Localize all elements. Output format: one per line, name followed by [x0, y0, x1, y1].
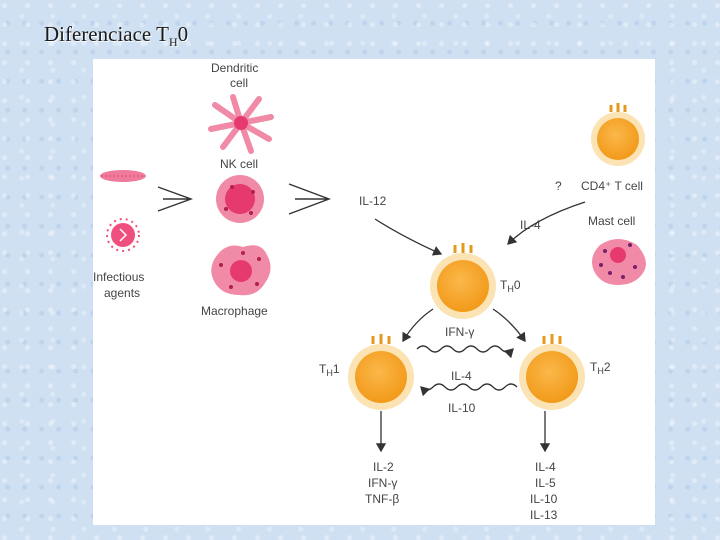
th0-to-th2-arrow [492, 308, 526, 343]
dendritic-cell-label-line2: cell [230, 76, 248, 90]
question-mark-label: ? [555, 179, 562, 193]
bacterium-icon [100, 170, 146, 182]
th1-output-list: IL-2 IFN-γ TNF-β [365, 460, 399, 506]
chevron-arrow-right [288, 183, 331, 215]
ifn-gamma-wavy-arrow [416, 345, 514, 359]
macrophage-icon [211, 245, 271, 296]
il-10-mid-label: IL-10 [448, 401, 476, 415]
infectious-agents-label-line2: agents [104, 286, 140, 300]
cd4-t-cell-icon [591, 103, 645, 166]
th2-label: TH2 [590, 360, 611, 376]
chevron-arrow-left [157, 186, 194, 212]
il-4-top-label: IL-4 [520, 218, 541, 232]
nk-cell-icon [216, 175, 264, 223]
mast-cell-label: Mast cell [588, 214, 635, 228]
il-4-top-arrow [507, 201, 586, 245]
th0-to-th1-arrow [402, 308, 434, 343]
th1-label: TH1 [319, 362, 340, 378]
th2-output-item: IL-5 [535, 476, 556, 490]
th1-cell-icon [348, 334, 414, 410]
dendritic-cell-label-line1: Dendritic [211, 61, 258, 75]
title-main: Diferenciace T [44, 22, 169, 46]
cd4-t-cell-label: CD4⁺ T cell [581, 179, 643, 193]
nk-cell-label: NK cell [220, 157, 258, 171]
slide-title: Diferenciace TH0 [44, 22, 188, 50]
title-subscript: H [168, 35, 178, 50]
th2-cell-icon [519, 334, 585, 410]
th0-label: TH0 [500, 278, 521, 294]
il-12-label: IL-12 [359, 194, 387, 208]
ifn-gamma-mid-label: IFN-γ [445, 325, 474, 339]
th2-output-item: IL-13 [530, 508, 558, 522]
th0-differentiation-diagram: Infectious agents Dendritic cell NK cell… [93, 61, 646, 522]
diagram-panel: Infectious agents Dendritic cell NK cell… [93, 59, 655, 525]
th2-output-list: IL-4 IL-5 IL-10 IL-13 [530, 460, 558, 522]
th1-output-item: IL-2 [373, 460, 394, 474]
il-12-arrow [374, 218, 443, 256]
title-suffix: 0 [177, 22, 189, 46]
macrophage-label: Macrophage [201, 304, 268, 318]
virus-icon [106, 218, 140, 252]
th0-cell-icon [430, 243, 496, 319]
th1-output-item: TNF-β [365, 492, 399, 506]
dendritic-cell-icon [208, 94, 274, 154]
th1-output-item: IFN-γ [368, 476, 397, 490]
th2-output-item: IL-4 [535, 460, 556, 474]
infectious-agents-label-line1: Infectious [93, 270, 144, 284]
il-4-il-10-wavy-arrow [420, 383, 518, 397]
th2-output-item: IL-10 [530, 492, 558, 506]
il-4-mid-label: IL-4 [451, 369, 472, 383]
mast-cell-icon [592, 239, 646, 285]
